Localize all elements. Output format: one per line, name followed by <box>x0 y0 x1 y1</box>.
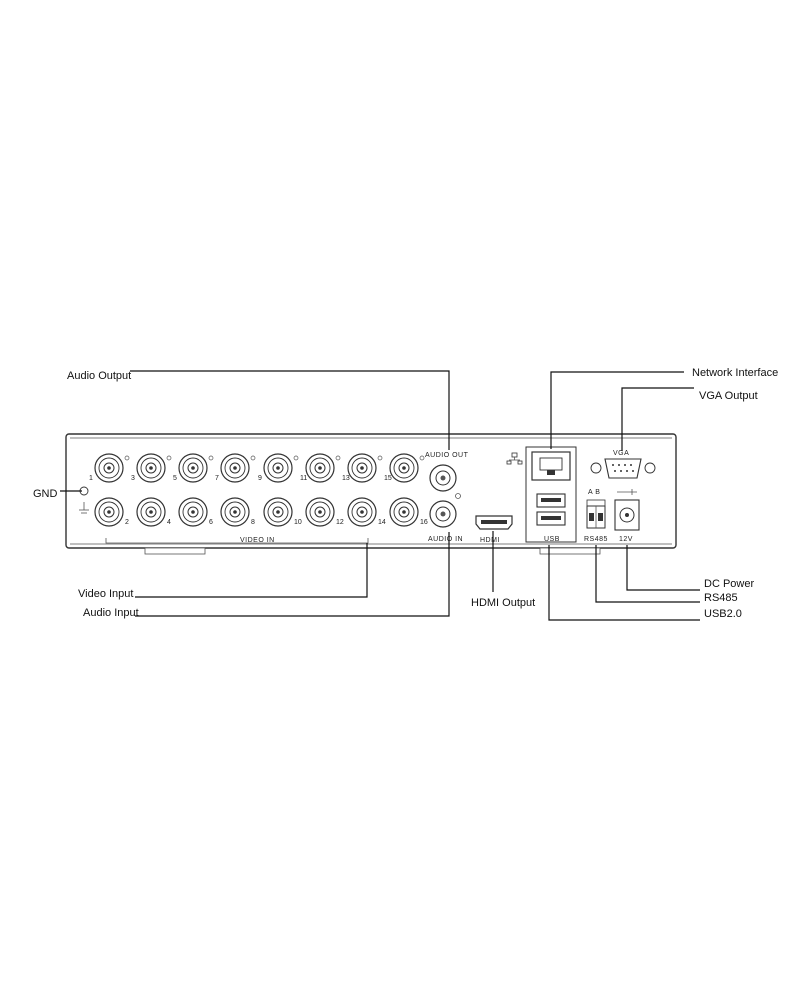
bnc-channel-number: 10 <box>294 519 302 526</box>
bnc-channel-number: 4 <box>167 519 171 526</box>
audio-input-callout: Audio Input <box>83 607 139 619</box>
bnc-connector <box>263 453 299 483</box>
bnc-channel-number: 11 <box>300 475 307 482</box>
bnc-channel-number: 7 <box>215 475 219 482</box>
bnc-channel-number: 6 <box>209 519 213 526</box>
hdmi-panel-label: HDMI <box>480 537 500 544</box>
rs485-leader <box>595 545 700 603</box>
usb-leader <box>548 545 700 621</box>
bnc-connector <box>94 497 124 527</box>
usb-panel-label: USB <box>544 536 560 543</box>
bnc-connector <box>347 497 377 527</box>
vga-port <box>590 458 656 479</box>
bnc-connector <box>389 497 419 527</box>
bnc-connector <box>305 497 335 527</box>
audio-out-connector <box>429 464 461 499</box>
network-port <box>525 446 577 543</box>
chassis <box>65 433 677 555</box>
bnc-channel-number: 13 <box>342 475 350 482</box>
rs485-callout: RS485 <box>704 592 738 604</box>
bnc-connector <box>94 453 130 483</box>
bnc-channel-number: 12 <box>336 519 344 526</box>
audio-output-callout: Audio Output <box>67 370 131 382</box>
audio-output-leader <box>130 370 450 450</box>
bnc-channel-number: 8 <box>251 519 255 526</box>
bnc-channel-number: 3 <box>131 475 135 482</box>
bnc-connector <box>136 497 166 527</box>
dc-power-leader <box>626 545 700 591</box>
bnc-connector <box>178 497 208 527</box>
hdmi-port <box>475 515 513 530</box>
bnc-connector <box>347 453 383 483</box>
video-in-bracket <box>105 538 369 544</box>
bnc-channel-number: 15 <box>384 475 392 482</box>
bnc-channel-number: 5 <box>173 475 177 482</box>
bnc-channel-number: 1 <box>89 475 93 482</box>
bnc-connector <box>389 453 425 483</box>
vga-panel-label: VGA <box>613 450 629 457</box>
video-input-callout: Video Input <box>78 588 133 600</box>
rs485-terminal <box>586 499 606 529</box>
network-interface-leader <box>550 371 684 449</box>
gnd-callout: GND <box>33 488 58 500</box>
usb-callout: USB2.0 <box>704 608 742 620</box>
bnc-connector <box>136 453 172 483</box>
bnc-connector <box>263 497 293 527</box>
usb-ports <box>536 493 566 526</box>
audio-input-leader <box>135 532 450 617</box>
audio-in-panel-label: AUDIO IN <box>428 536 463 543</box>
rs485-panel-label: RS485 <box>584 536 608 543</box>
bnc-connector <box>305 453 341 483</box>
audio-out-panel-label: AUDIO OUT <box>425 452 469 459</box>
network-interface-callout: Network Interface <box>692 367 778 379</box>
video-input-leader <box>135 543 368 598</box>
dc-power-jack <box>614 489 640 531</box>
video-in-panel-label: VIDEO IN <box>240 537 275 544</box>
hdmi-output-callout: HDMI Output <box>471 597 535 609</box>
power-panel-label: 12V <box>619 536 633 543</box>
vga-output-callout: VGA Output <box>699 390 758 402</box>
bnc-channel-number: 14 <box>378 519 386 526</box>
network-icon <box>506 452 523 465</box>
bnc-channel-number: 9 <box>258 475 262 482</box>
rs485-ab-label: A B <box>588 489 600 496</box>
audio-in-connector <box>429 500 457 528</box>
leader-lines <box>60 370 700 621</box>
bnc-channel-number: 2 <box>125 519 129 526</box>
vga-output-leader <box>621 387 694 451</box>
bnc-connector <box>220 497 250 527</box>
bnc-connector <box>178 453 214 483</box>
bnc-connector <box>220 453 256 483</box>
dc-power-callout: DC Power <box>704 578 754 590</box>
bnc-channel-number: 16 <box>420 519 428 526</box>
